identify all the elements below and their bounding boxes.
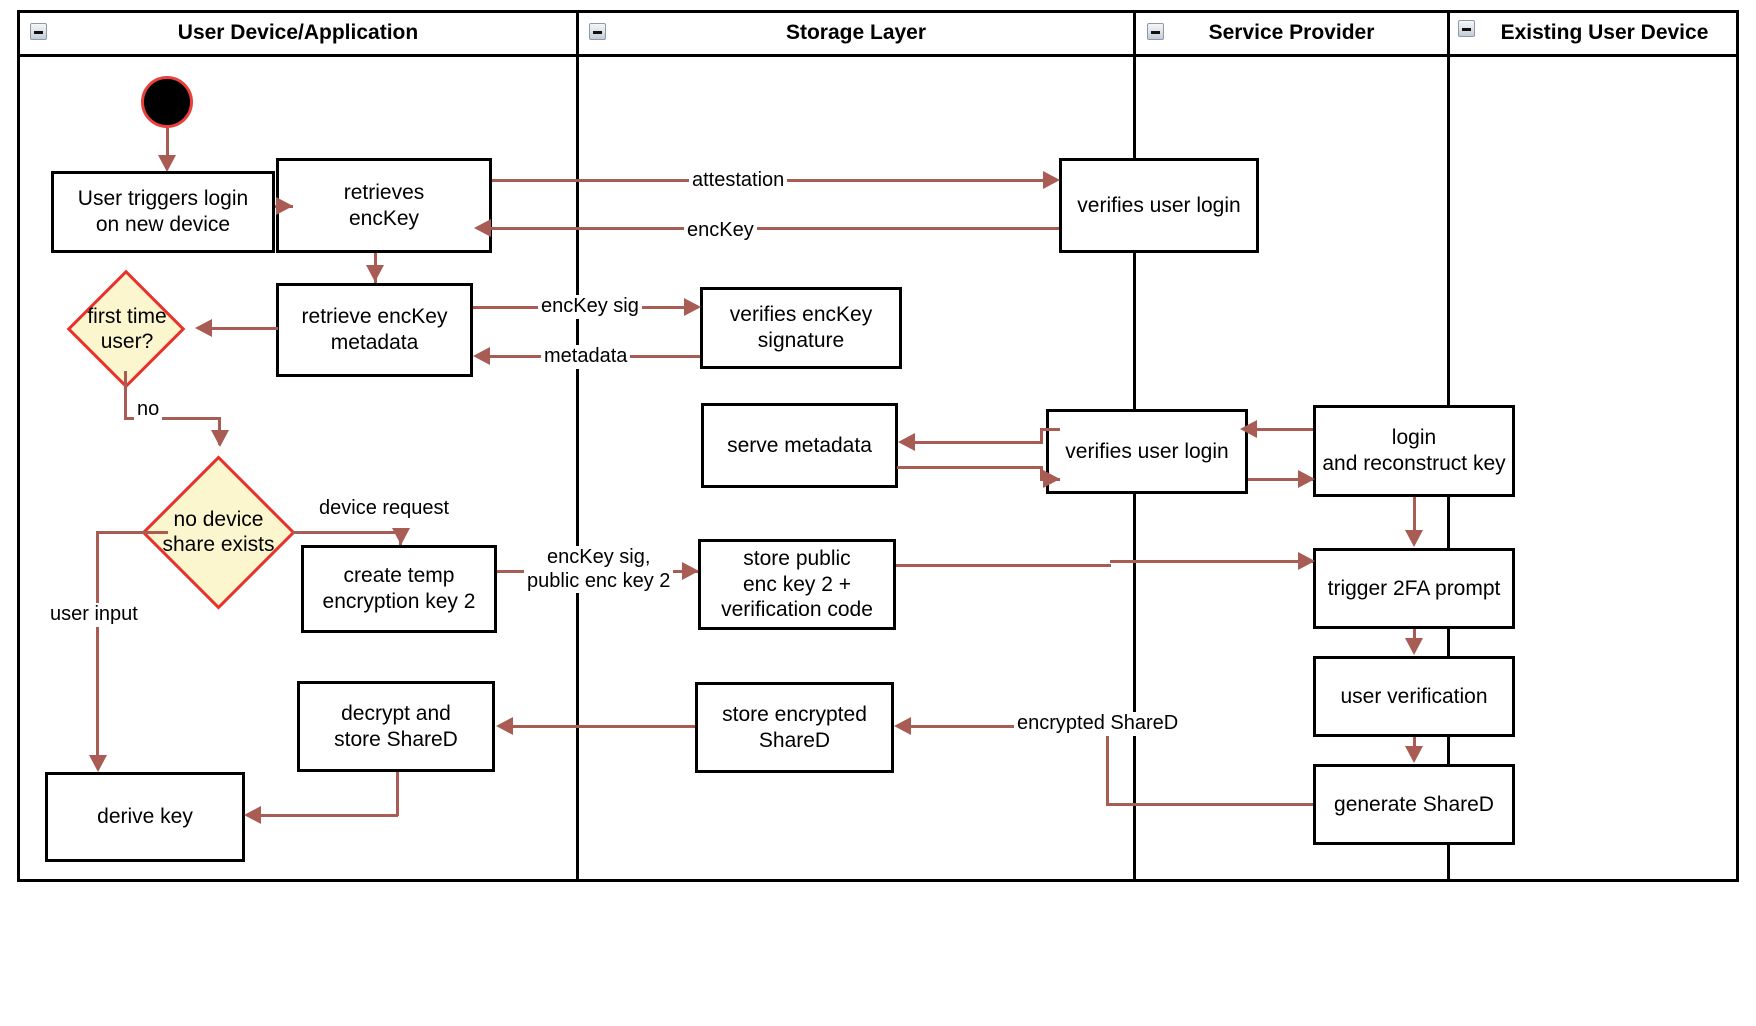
edge-user-input-h xyxy=(96,531,168,534)
edge-label-no: no xyxy=(134,398,163,422)
node-create-temp-encryption-key[interactable]: create temp encryption key 2 xyxy=(301,545,497,633)
edge-metadata-to-first-time xyxy=(208,327,278,330)
edge-generate-to-store-v xyxy=(1106,725,1109,805)
lane-header-storage: Storage Layer xyxy=(785,21,927,44)
edge-sp-to-serve-top-v xyxy=(1040,428,1043,444)
arrowhead-attestation xyxy=(1043,171,1060,189)
arrowhead-metadata-back xyxy=(473,347,490,365)
node-login-and-reconstruct-key[interactable]: login and reconstruct key xyxy=(1313,405,1515,497)
node-decrypt-and-store-shared[interactable]: decrypt and store ShareD xyxy=(297,681,495,772)
node-store-encrypted-shared[interactable]: store encrypted ShareD xyxy=(695,682,894,773)
edge-storepub-to-2fa-h2 xyxy=(1110,560,1313,563)
edge-store-to-decrypt xyxy=(511,725,695,728)
edge-storepub-to-2fa-h1 xyxy=(896,564,1111,567)
edge-label-enckey: encKey xyxy=(684,219,757,243)
edge-device-request-h xyxy=(292,531,402,534)
arrowhead-sp-to-existing xyxy=(1298,470,1315,488)
arrowhead-login-to-2fa xyxy=(1405,530,1423,547)
arrowhead-store-to-decrypt xyxy=(496,717,513,735)
edge-user-input-v xyxy=(96,531,99,762)
arrowhead-decrypt-to-derive xyxy=(244,806,261,824)
arrowhead-enckey-sig xyxy=(684,298,701,316)
edge-label-device-request: device request xyxy=(316,497,453,521)
arrowhead-retrieves-to-metadata xyxy=(366,265,384,282)
edge-label-enckey-sig-public: encKey sig, public enc key 2 xyxy=(524,546,674,594)
minus-icon-lane-user-device[interactable] xyxy=(30,23,47,40)
arrowhead-enckey-sig-pub xyxy=(682,562,699,580)
arrowhead-sp-to-serve xyxy=(898,433,915,451)
arrowhead-metadata-to-first-time xyxy=(195,319,212,337)
lane-header-user-device: User Device/Application xyxy=(177,21,419,44)
arrowhead-no-to-device-share xyxy=(211,430,229,447)
node-verifies-user-login-2[interactable]: verifies user login xyxy=(1046,409,1248,494)
edge-generate-to-store-h1 xyxy=(1106,803,1313,806)
lane-divider-1 xyxy=(576,10,579,882)
node-retrieves-enckey[interactable]: retrieves encKey xyxy=(276,158,492,253)
arrowhead-generate-to-store xyxy=(894,717,911,735)
node-store-public-enc-key[interactable]: store public enc key 2 + verification co… xyxy=(698,539,896,630)
edge-enckey-sig-pub xyxy=(497,570,537,573)
minus-icon-lane-service-provider[interactable] xyxy=(1147,23,1164,40)
edge-serve-to-sp-v xyxy=(1040,466,1043,481)
node-retrieve-enckey-metadata[interactable]: retrieve encKey metadata xyxy=(276,283,473,377)
header-separator xyxy=(17,54,1739,57)
node-user-verification[interactable]: user verification xyxy=(1313,656,1515,737)
arrowhead-storepub-to-2fa xyxy=(1298,552,1315,570)
arrowhead-serve-to-sp xyxy=(1043,470,1060,488)
lane-header-service-provider: Service Provider xyxy=(1208,21,1375,44)
minus-icon-lane-storage[interactable] xyxy=(589,23,606,40)
arrowhead-user-input xyxy=(89,755,107,772)
edge-label-metadata: metadata xyxy=(541,345,631,369)
arrowhead-verification-to-generate xyxy=(1405,746,1423,763)
arrowhead-2fa-to-verification xyxy=(1405,638,1423,655)
edge-label-enckey-sig: encKey sig xyxy=(538,295,642,319)
node-serve-metadata[interactable]: serve metadata xyxy=(701,403,898,488)
arrowhead-start-to-triggers xyxy=(158,155,176,172)
edge-serve-to-sp-h1 xyxy=(897,466,1042,469)
edge-login-to-2fa xyxy=(1413,497,1416,543)
arrowhead-triggers-to-retrieves xyxy=(276,197,293,215)
arrowhead-device-request xyxy=(392,528,410,545)
edge-sp-to-existing xyxy=(1248,478,1313,481)
edge-no-horizontal xyxy=(124,417,221,420)
edge-decrypt-to-derive-v xyxy=(396,772,399,816)
edge-enckey-return xyxy=(490,227,1059,230)
initial-node xyxy=(141,76,193,128)
node-derive-key[interactable]: derive key xyxy=(45,772,245,862)
node-generate-shared[interactable]: generate ShareD xyxy=(1313,764,1515,845)
edge-sp-to-serve-top-h2 xyxy=(914,441,1042,444)
swimlane-frame xyxy=(17,10,1739,882)
edge-existing-to-sp xyxy=(1252,428,1313,431)
minus-icon-lane-existing-device[interactable] xyxy=(1458,20,1475,37)
edge-first-time-down xyxy=(124,371,127,419)
edge-label-encrypted-shared: encrypted ShareD xyxy=(1014,712,1182,736)
edge-sp-to-serve-top-h1 xyxy=(1040,428,1060,431)
arrowhead-enckey-return xyxy=(474,219,491,237)
node-verifies-user-login-1[interactable]: verifies user login xyxy=(1059,158,1259,253)
node-trigger-2fa-prompt[interactable]: trigger 2FA prompt xyxy=(1313,548,1515,629)
arrowhead-existing-to-sp xyxy=(1240,420,1257,438)
edge-generate-to-store-h2 xyxy=(910,725,1108,728)
node-user-triggers-login[interactable]: User triggers login on new device xyxy=(51,171,275,253)
node-verifies-enckey-signature[interactable]: verifies encKey signature xyxy=(700,287,902,369)
edge-label-attestation: attestation xyxy=(689,169,788,193)
edge-decrypt-to-derive-h xyxy=(258,814,398,817)
lane-header-existing-device: Existing User Device xyxy=(1500,21,1709,44)
edge-label-user-input: user input xyxy=(47,603,141,627)
edge-start-to-triggers xyxy=(166,128,169,158)
